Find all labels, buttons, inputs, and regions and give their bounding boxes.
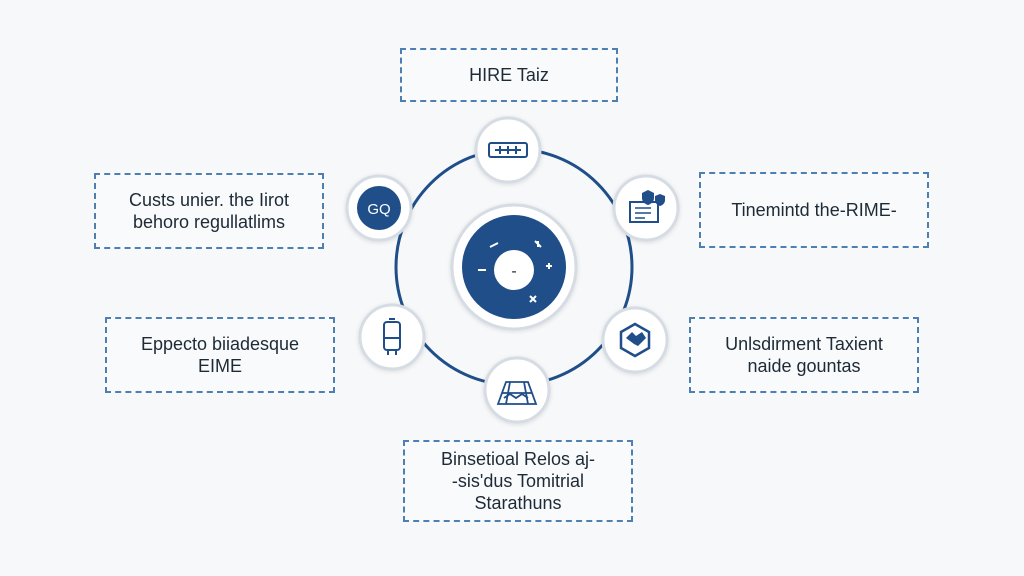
label-bottom-line-3: Starathuns [474, 493, 562, 513]
node-right-bottom [601, 306, 669, 374]
hexagon-hand-icon [619, 322, 651, 358]
center-hub: - [450, 203, 578, 331]
node-bottom [483, 356, 551, 424]
node-left-top: GQ [345, 174, 413, 242]
label-right-bottom: Unlsdirment Taxient naide gountas [689, 317, 919, 393]
node-top [474, 116, 542, 184]
label-bottom-line-2: -sis'dus Tomitrial [451, 471, 585, 491]
label-top-line-1: HIRE Taiz [469, 65, 549, 85]
label-left-top-line-1: Custs unier. the Iirot [128, 190, 290, 210]
label-left-top: Custs unier. the Iirot behoro regullatli… [94, 173, 324, 249]
label-left-bottom-line-2: EIME [197, 356, 242, 376]
battery-icon [383, 318, 401, 355]
label-top: HIRE Taiz [400, 48, 618, 102]
center-hub-text: - [511, 263, 516, 280]
label-right-bottom-line-1: Unlsdirment Taxient [725, 334, 883, 354]
label-left-bottom: Eppecto biiadesque EIME [105, 317, 335, 393]
node-left-bottom [358, 303, 426, 371]
compass-dial-icon [494, 250, 534, 290]
label-bottom-line-1: Binsetioal Relos aj- [440, 449, 596, 469]
label-bottom: Binsetioal Relos aj- -sis'dus Tomitrial … [403, 440, 633, 522]
label-left-top-line-2: behoro regullatlims [132, 212, 286, 232]
label-right-bottom-line-2: naide gountas [747, 356, 861, 376]
document-shield-icon [629, 190, 665, 223]
node-right-top [612, 174, 680, 242]
label-left-bottom-line-1: Eppecto biiadesque [140, 334, 300, 354]
map-grid-icon [496, 381, 538, 405]
label-right-top-line-1: Tinemintd the-RIME- [731, 200, 897, 220]
label-right-top: Tinemintd the-RIME- [699, 172, 929, 248]
gq-badge-text: GQ [367, 201, 390, 218]
gq-badge-icon [357, 186, 401, 230]
cable-icon [488, 142, 528, 158]
